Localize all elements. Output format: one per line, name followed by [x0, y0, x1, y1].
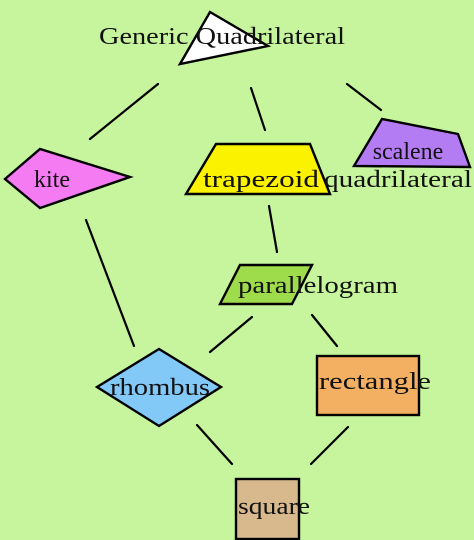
- parallelogram-shape: [218, 263, 314, 306]
- rhombus-shape: [94, 347, 224, 428]
- edge-generic-scalene: [345, 82, 383, 112]
- rectangle-label: rectangle: [319, 369, 431, 395]
- scalene-label-top: scalene: [373, 139, 444, 165]
- rectangle-shape: [315, 354, 421, 417]
- node-parallelogram: parallelogram: [218, 263, 398, 306]
- scalene-shape: [351, 117, 472, 169]
- node-generic-quadrilateral: Generic Quadrilateral: [99, 10, 345, 66]
- edge-trapezoid-parallelogram: [267, 204, 279, 254]
- square-shape: [234, 477, 301, 540]
- node-rhombus: rhombus: [94, 347, 224, 428]
- edge-parallelogram-rectangle: [310, 313, 339, 348]
- edge-rhombus-square: [195, 423, 234, 466]
- generic-shape: [177, 10, 272, 66]
- generic-label: Generic Quadrilateral: [99, 24, 345, 50]
- node-rectangle: rectangle: [315, 354, 431, 417]
- edge-kite-rhombus: [84, 218, 136, 348]
- trapezoid-label: trapezoid: [203, 167, 319, 193]
- rhombus-label: rhombus: [110, 375, 210, 401]
- node-trapezoid: trapezoid: [183, 142, 332, 196]
- node-kite: kite: [3, 147, 134, 210]
- edge-generic-kite: [88, 82, 160, 141]
- kite-label: kite: [34, 167, 70, 193]
- edge-generic-trapezoid: [249, 86, 267, 132]
- trapezoid-shape: [183, 142, 332, 196]
- edge-parallelogram-rhombus: [208, 315, 254, 354]
- node-scalene-quadrilateral: scalene quadrilateral: [324, 117, 472, 193]
- square-label: square: [238, 494, 310, 520]
- scalene-label-bottom: quadrilateral: [324, 167, 472, 193]
- node-square: square: [234, 477, 310, 540]
- edge-rectangle-square: [309, 425, 350, 466]
- parallelogram-label: parallelogram: [238, 273, 398, 299]
- kite-shape: [3, 147, 134, 210]
